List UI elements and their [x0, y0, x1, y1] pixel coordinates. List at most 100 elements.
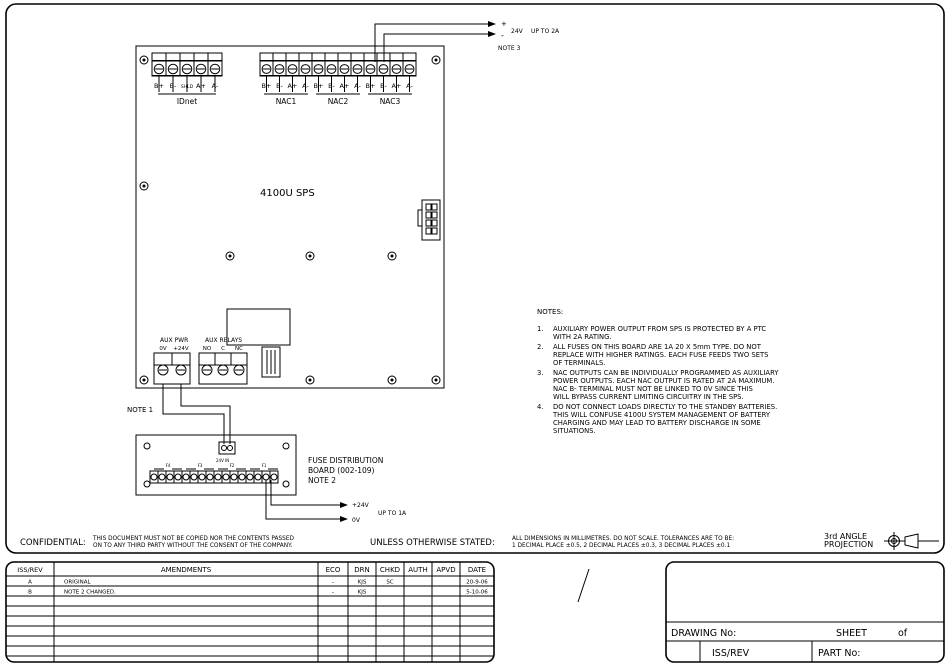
note-line: WILL BYPASS CURRENT LIMITING CIRCUITRY I… [553, 393, 744, 401]
fuse-board-line1: FUSE DISTRIBUTION [308, 456, 383, 465]
fuse-strip-screw [270, 473, 278, 481]
nac-terminal-label: A- [302, 82, 309, 90]
fuse-strip-screw [246, 473, 254, 481]
fuse-strip-screw [198, 473, 206, 481]
fuse-label: F1 [262, 463, 267, 468]
fuse-out-rating: UP TO 1A [378, 510, 407, 517]
fuse-input-connector [218, 441, 236, 455]
sheet-of-label: of [898, 628, 908, 639]
note-line: AUXILIARY POWER OUTPUT FROM SPS IS PROTE… [553, 325, 766, 333]
aux-pwr-terminal-label: 0V [159, 346, 166, 352]
aux-relay-terminal-label: NC [235, 346, 243, 352]
nac-terminal-label: B+ [262, 82, 272, 90]
note-number: 1. [537, 325, 544, 333]
note-line: NAC B- TERMINAL MUST NOT BE LINKED TO 0V… [553, 385, 753, 393]
nac-terminal-label: A+ [288, 82, 298, 90]
relay-module [226, 308, 291, 346]
arrow-out-0v [340, 516, 348, 522]
terminal-screw [287, 64, 298, 74]
nac-rating: UP TO 2A [531, 28, 560, 35]
amend-cell: ORIGINAL [64, 580, 92, 586]
terminal-cell [207, 60, 223, 76]
nac-terminal-label: B- [276, 82, 283, 90]
note-line: WITH 2A RATING. [553, 333, 612, 341]
aux-relay-terminal-label: NO [203, 346, 212, 352]
amend-cell: KJS [358, 590, 367, 596]
note-line: ALL FUSES ON THIS BOARD ARE 1A 20 X 5mm … [553, 343, 762, 351]
nac-terminal-label: A- [406, 82, 413, 90]
aux-relay-screw [201, 364, 213, 376]
amend-cell: SC [386, 580, 393, 586]
amend-header: APVD [436, 566, 455, 574]
aux-pwr-label: AUX PWR [160, 337, 188, 344]
aux-24v-wire [180, 384, 231, 444]
idnet-label: IDnet [177, 97, 197, 106]
terminal-screw [209, 63, 221, 75]
nac-minus: - [501, 31, 504, 40]
unless-line2: 1 DECIMAL PLACE ±0.5, 2 DECIMAL PLACES ±… [512, 543, 730, 549]
note-line: SITUATIONS. [553, 427, 596, 435]
aux-0v-wire [162, 384, 225, 444]
aux-relay-cell [198, 352, 216, 366]
nac-terminal-label: A+ [340, 82, 350, 90]
amend-cell: – [332, 590, 335, 596]
terminal-screw [326, 64, 337, 74]
amend-cell: NOTE 2 CHANGED. [64, 590, 116, 596]
terminal-screw [300, 64, 311, 74]
part-no-label: PART No: [818, 648, 860, 659]
terminal-screw [181, 63, 193, 75]
amend-cell: – [332, 580, 335, 586]
fuse-strip-screw [238, 473, 246, 481]
side-connector [417, 199, 441, 241]
amend-header: ECO [326, 566, 341, 574]
mounting-holes [139, 55, 441, 385]
confidential-label: CONFIDENTIAL: [20, 538, 86, 548]
arrow-plus [488, 21, 496, 27]
aux-relay-screw [217, 364, 229, 376]
aux-pwr-terminal-label: +24V [173, 346, 189, 352]
terminal-screw [391, 64, 402, 74]
nac-terminal-label: A- [354, 82, 361, 90]
note-number: 3. [537, 369, 544, 377]
nac-terminal-label: A+ [392, 82, 402, 90]
terminal-screw [167, 63, 179, 75]
slash-mark [577, 568, 590, 603]
fuse-terminal-strip [149, 470, 279, 484]
fuse-strip-screw [158, 473, 166, 481]
nac-terminal-label: B+ [366, 82, 376, 90]
note-line: POWER OUTPUTS. EACH NAC OUTPUT IS RATED … [553, 377, 774, 385]
fuse-label: F3 [198, 463, 203, 468]
nac-voltage: 24V [511, 28, 524, 35]
terminal-screw [274, 64, 285, 74]
fuse-strip-screw [174, 473, 182, 481]
note-number: 2. [537, 343, 544, 351]
fuse-strip-screw [222, 473, 230, 481]
fuse-strip-screw [230, 473, 238, 481]
fuse-strip-screw [190, 473, 198, 481]
aux-pwr-terminal-block: 0V +24V [153, 346, 191, 385]
projection-line1: 3rd ANGLE [824, 532, 867, 541]
terminal-screw [153, 63, 165, 75]
sheet-label: SHEET [836, 628, 867, 639]
unless-line1: ALL DIMENSIONS IN MILLIMETRES. DO NOT SC… [512, 536, 734, 542]
amend-cell: B [28, 590, 32, 596]
idnet-terminal-label: SHLD [181, 84, 194, 90]
notes-list: 1. AUXILIARY POWER OUTPUT FROM SPS IS PRO… [537, 325, 779, 435]
amend-header: DATE [468, 566, 486, 574]
idnet-header [151, 52, 223, 62]
fuse-label: F2 [230, 463, 235, 468]
fuse-board-outline [135, 434, 297, 496]
drawing-no-label: DRAWING No: [671, 628, 736, 639]
arrow-out-24v [340, 502, 348, 508]
fuse-strip-screw [166, 473, 174, 481]
fuse-board-line2: BOARD (002-109) [308, 466, 375, 475]
fuse-out-zero: 0V [352, 517, 361, 524]
arrow-minus [488, 31, 496, 37]
terminal-screw [261, 64, 272, 74]
aux-relay-screw [233, 364, 245, 376]
nac-terminal-label: B- [380, 82, 387, 90]
